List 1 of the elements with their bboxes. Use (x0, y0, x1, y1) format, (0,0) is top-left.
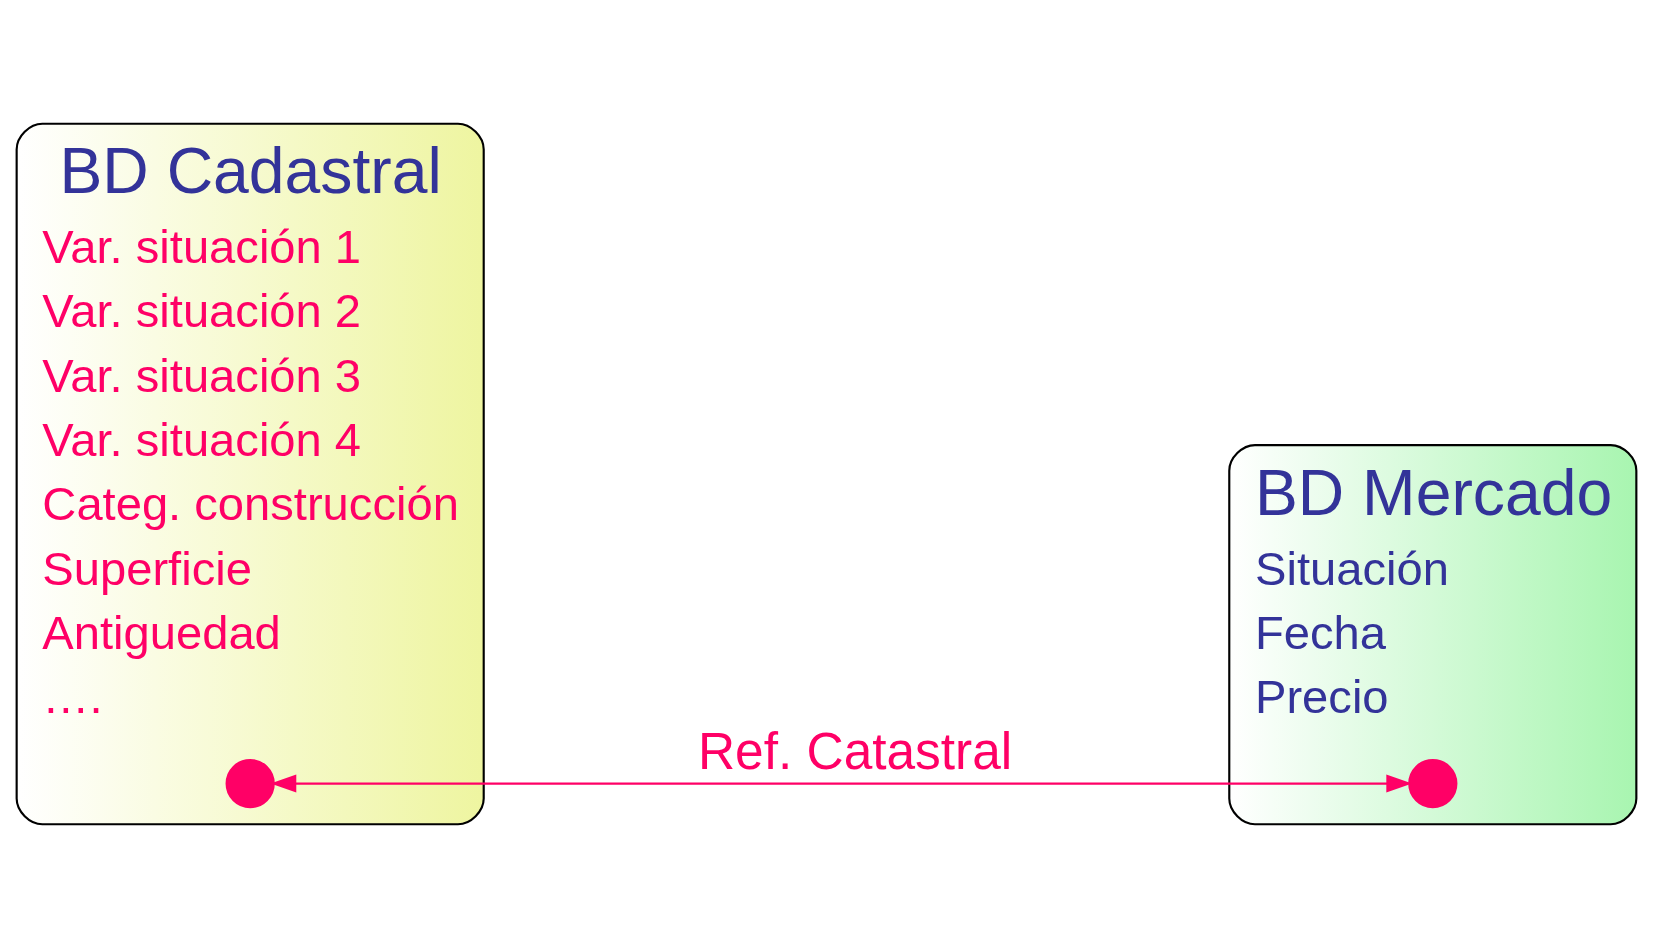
edge-label: Ref. Catastral (697, 721, 1013, 780)
